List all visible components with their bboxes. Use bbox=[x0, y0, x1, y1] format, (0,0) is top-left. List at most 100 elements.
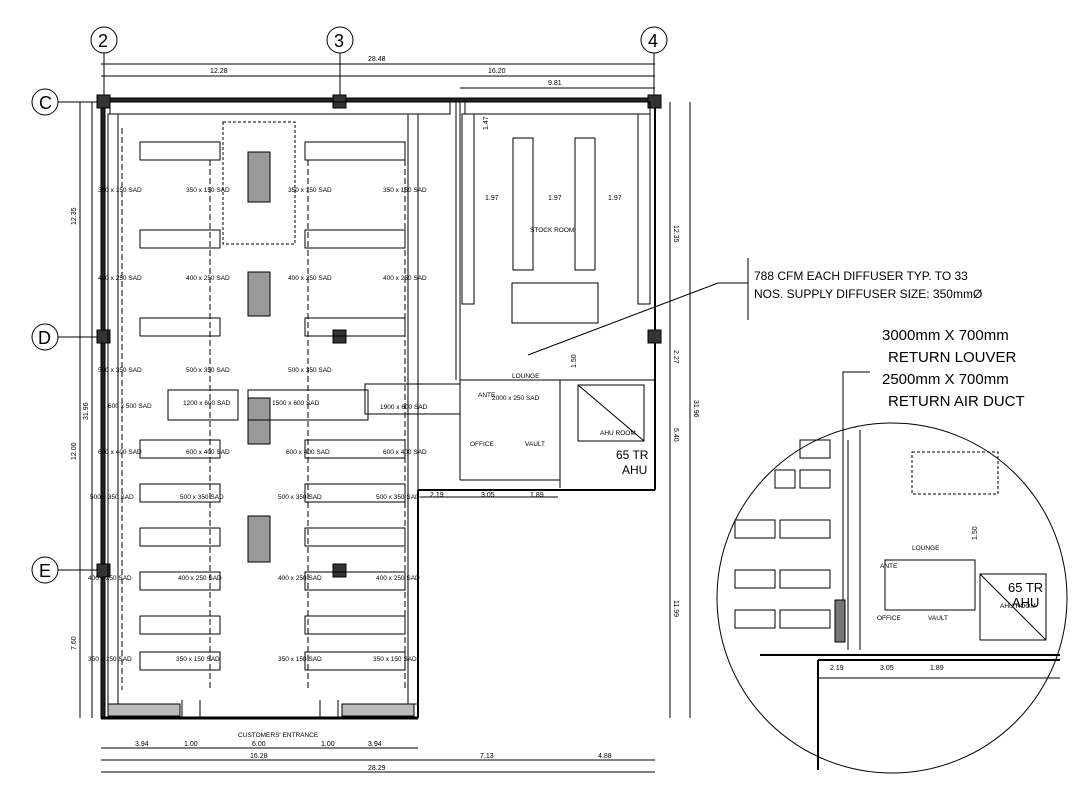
gondola-shelf bbox=[139, 317, 221, 337]
dim-bottom-total1: 16.28 bbox=[250, 753, 268, 760]
dim-right-ahu: 5.40 bbox=[672, 428, 679, 442]
duct-label: 1200 x 600 SAD bbox=[183, 400, 231, 407]
dim-stock-e: 1.50 bbox=[571, 354, 578, 368]
ahu-capacity: 65 TR bbox=[616, 448, 649, 462]
detail-room-vault: VAULT bbox=[928, 615, 948, 622]
detail-dim-d: 1.50 bbox=[972, 526, 979, 540]
diffuser-label: 350 x 150 SAD bbox=[373, 656, 417, 663]
duct-label: 2000 x 250 SAD bbox=[492, 395, 540, 402]
dim-top-overall: 28.48 bbox=[368, 56, 386, 63]
detail-dim-c: 1.89 bbox=[930, 665, 944, 672]
detail-zoom-circle bbox=[716, 422, 1068, 774]
gondola-shelf bbox=[304, 571, 406, 591]
detail-room-ante: ANTE bbox=[880, 563, 898, 570]
diffuser-label: 400 x 250 SAD bbox=[383, 275, 427, 282]
diffuser-label: 350 x 150 SAD bbox=[186, 187, 230, 194]
room-label-entrance: CUSTOMERS' ENTRANCE bbox=[238, 732, 319, 739]
dim-bottom-g: 4.88 bbox=[598, 753, 612, 760]
return-note-line2: RETURN LOUVER bbox=[888, 349, 1017, 366]
gondola-shelf bbox=[139, 141, 221, 161]
dim-top-stock: 9.81 bbox=[548, 80, 562, 87]
room-label-ahu: AHU ROOM bbox=[600, 430, 636, 437]
grid-label-4: 4 bbox=[648, 31, 658, 51]
gondola-shelf bbox=[139, 571, 221, 591]
grid-label-2: 2 bbox=[98, 31, 108, 51]
ahu-label: AHU bbox=[622, 463, 647, 477]
gondola-shelf bbox=[304, 141, 406, 161]
gondola-shelf bbox=[304, 229, 406, 249]
diffuser-label: 600 x 400 SAD bbox=[186, 449, 230, 456]
diffuser-label: 400 x 250 SAD bbox=[178, 575, 222, 582]
dim-stock-d: 1.47 bbox=[483, 116, 490, 130]
dim-bottom-b: 1.00 bbox=[184, 741, 198, 748]
room-label-stock: STOCK ROOM bbox=[530, 227, 574, 234]
diffuser-label: 400 x 250 SAD bbox=[376, 575, 420, 582]
return-note-line4: RETURN AIR DUCT bbox=[888, 393, 1025, 410]
dim-office-b: 3.05 bbox=[481, 492, 495, 499]
diffuser-label: 400 x 250 SAD bbox=[278, 575, 322, 582]
dim-bottom-d: 1.00 bbox=[321, 741, 335, 748]
diffuser-label: 400 x 250 SAD bbox=[186, 275, 230, 282]
room-label-vault: VAULT bbox=[525, 441, 545, 448]
duct-label: 1500 x 600 SAD bbox=[272, 400, 320, 407]
grid-label-3: 3 bbox=[334, 31, 344, 51]
diffuser-label: 400 x 250 SAD bbox=[88, 575, 132, 582]
dim-right-bottom: 11.99 bbox=[672, 600, 679, 617]
diffuser-label: 600 x 400 SAD bbox=[383, 449, 427, 456]
diffuser-note-line2: NOS. SUPPLY DIFFUSER SIZE: 350mmØ bbox=[754, 287, 982, 301]
return-note-line1: 3000mm X 700mm bbox=[882, 327, 1009, 344]
dim-right-mid: 2.27 bbox=[672, 350, 679, 364]
dim-stock-a: 1.97 bbox=[485, 195, 499, 202]
detail-ahu-label: AHU bbox=[1012, 595, 1039, 610]
dim-bottom-total2: 28.29 bbox=[368, 765, 386, 772]
diffuser-label: 350 x 150 SAD bbox=[383, 187, 427, 194]
dim-right-top: 12.35 bbox=[672, 225, 679, 243]
dim-stock-c: 1.97 bbox=[608, 195, 622, 202]
diffuser-label: 500 x 350 SAD bbox=[376, 494, 420, 501]
detail-room-office: OFFICE bbox=[877, 615, 901, 622]
diffuser-label: 350 x 150 SAD bbox=[278, 656, 322, 663]
duct-label: 1900 x 600 SAD bbox=[380, 404, 428, 411]
gondola-shelf bbox=[139, 439, 221, 459]
diffuser-note-line1: 788 CFM EACH DIFFUSER TYP. TO 33 bbox=[754, 269, 968, 283]
diffuser-label: 350 x 150 SAD bbox=[98, 187, 142, 194]
gondola-shelf bbox=[304, 615, 406, 635]
dim-top-left: 12.28 bbox=[210, 68, 228, 75]
diffuser-label: 350 x 150 SAD bbox=[288, 187, 332, 194]
diffuser-label: 500 x 350 SAD bbox=[278, 494, 322, 501]
diffuser-label: 400 x 250 SAD bbox=[288, 275, 332, 282]
room-label-lounge: LOUNGE bbox=[512, 373, 540, 380]
detail-room-lounge: LOUNGE bbox=[912, 545, 940, 552]
gondola-shelf bbox=[139, 651, 221, 671]
dim-bottom-c: 6.00 bbox=[252, 741, 266, 748]
room-label-ante: ANTE bbox=[478, 392, 496, 399]
gondola-shelf bbox=[139, 615, 221, 635]
diffuser-label: 400 x 250 SAD bbox=[98, 275, 142, 282]
detail-room-ahu: AHU ROOM bbox=[1000, 603, 1036, 610]
dim-left-overall: 31.96 bbox=[83, 402, 90, 420]
gondola-shelf bbox=[304, 317, 406, 337]
grid-label-d: D bbox=[38, 328, 51, 348]
diffuser-label: 600 x 400 SAD bbox=[286, 449, 330, 456]
gondola-shelf bbox=[304, 527, 406, 547]
gondola-shelf bbox=[139, 229, 221, 249]
gondola-shelf bbox=[139, 527, 221, 547]
diffuser-label: 500 x 350 SAD bbox=[186, 367, 230, 374]
dim-bottom-e: 3.94 bbox=[368, 741, 382, 748]
dim-bottom-f: 7.13 bbox=[480, 753, 494, 760]
diffuser-label: 500 x 350 SAD bbox=[90, 494, 134, 501]
dim-bottom-a: 3.94 bbox=[135, 741, 149, 748]
diffuser-label: 600 x 400 SAD bbox=[98, 449, 142, 456]
dim-stock-b: 1.97 bbox=[548, 195, 562, 202]
room-label-office: OFFICE bbox=[470, 441, 494, 448]
dim-office-c: 1.89 bbox=[530, 492, 544, 499]
dim-top-right: 16.20 bbox=[488, 68, 506, 75]
grid-label-c: C bbox=[39, 93, 52, 113]
detail-dim-b: 3.05 bbox=[880, 665, 894, 672]
diffuser-label: 500 x 350 SAD bbox=[288, 367, 332, 374]
gondola-shelf bbox=[139, 483, 221, 503]
diffuser-label: 600 x 500 SAD bbox=[108, 403, 152, 410]
detail-ahu-capacity: 65 TR bbox=[1008, 580, 1043, 595]
grid-label-e: E bbox=[39, 561, 51, 581]
